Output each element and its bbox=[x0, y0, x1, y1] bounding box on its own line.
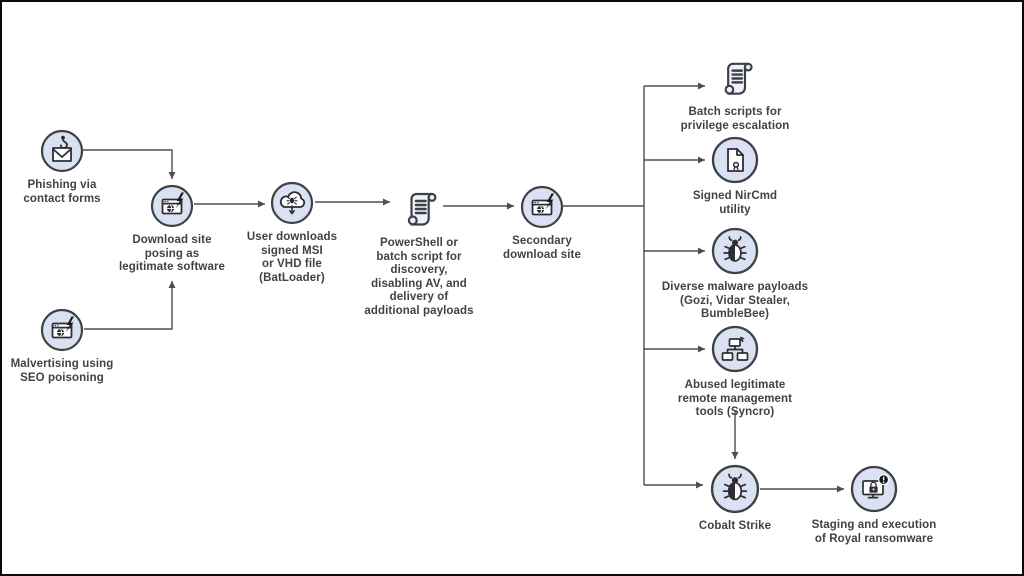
bug-icon bbox=[711, 227, 759, 275]
browser-bolt-icon bbox=[40, 308, 84, 352]
node-label: PowerShell or batch script for discovery… bbox=[364, 237, 474, 317]
browser-bolt-icon bbox=[520, 185, 564, 229]
node-cobalt-strike: Cobalt Strike bbox=[643, 464, 827, 534]
node-powershell-script: PowerShell or batch script for discovery… bbox=[327, 185, 511, 318]
script-scroll-icon bbox=[396, 185, 442, 231]
browser-bolt-icon bbox=[150, 184, 194, 228]
node-label: Download site posing as legitimate softw… bbox=[118, 234, 226, 273]
node-label: Diverse malware payloads (Gozi, Vidar St… bbox=[661, 281, 809, 320]
edge-phishing-downloadsite bbox=[83, 149, 176, 179]
node-malware-payloads: Diverse malware payloads (Gozi, Vidar St… bbox=[643, 227, 827, 322]
node-malvertising: Malvertising using SEO poisoning bbox=[2, 308, 154, 385]
envelope-hook-icon bbox=[40, 129, 84, 173]
remote-management-icon bbox=[711, 325, 759, 373]
edge-malvertising-downloadsite bbox=[84, 281, 176, 330]
script-scroll-icon bbox=[713, 55, 758, 100]
node-batloader: User downloads signed MSI or VHD file (B… bbox=[200, 181, 384, 285]
node-label: Signed NirCmd utility bbox=[692, 190, 778, 216]
signed-document-icon bbox=[711, 136, 759, 184]
node-label: Phishing via contact forms bbox=[23, 179, 101, 205]
node-label: User downloads signed MSI or VHD file (B… bbox=[246, 231, 338, 284]
node-royal-ransomware: Staging and execution of Royal ransomwar… bbox=[782, 465, 966, 546]
bug-icon bbox=[710, 464, 760, 514]
node-batch-scripts: Batch scripts for privilege escalation bbox=[643, 55, 827, 133]
node-label: Abused legitimate remote management tool… bbox=[677, 379, 793, 418]
node-label: Secondary download site bbox=[503, 235, 581, 261]
node-secondary-download-site: Secondary download site bbox=[450, 185, 634, 262]
node-syncro: Abused legitimate remote management tool… bbox=[643, 325, 827, 420]
locked-computer-alert-icon bbox=[850, 465, 898, 513]
node-nircmd: Signed NirCmd utility bbox=[643, 136, 827, 217]
node-label: Malvertising using SEO poisoning bbox=[10, 358, 114, 384]
node-label: Batch scripts for privilege escalation bbox=[680, 106, 790, 132]
node-label: Staging and execution of Royal ransomwar… bbox=[811, 519, 937, 545]
node-phishing: Phishing via contact forms bbox=[2, 129, 154, 206]
node-download-site: Download site posing as legitimate softw… bbox=[80, 184, 264, 275]
cloud-download-bug-icon bbox=[270, 181, 314, 225]
node-label: Cobalt Strike bbox=[698, 520, 772, 532]
